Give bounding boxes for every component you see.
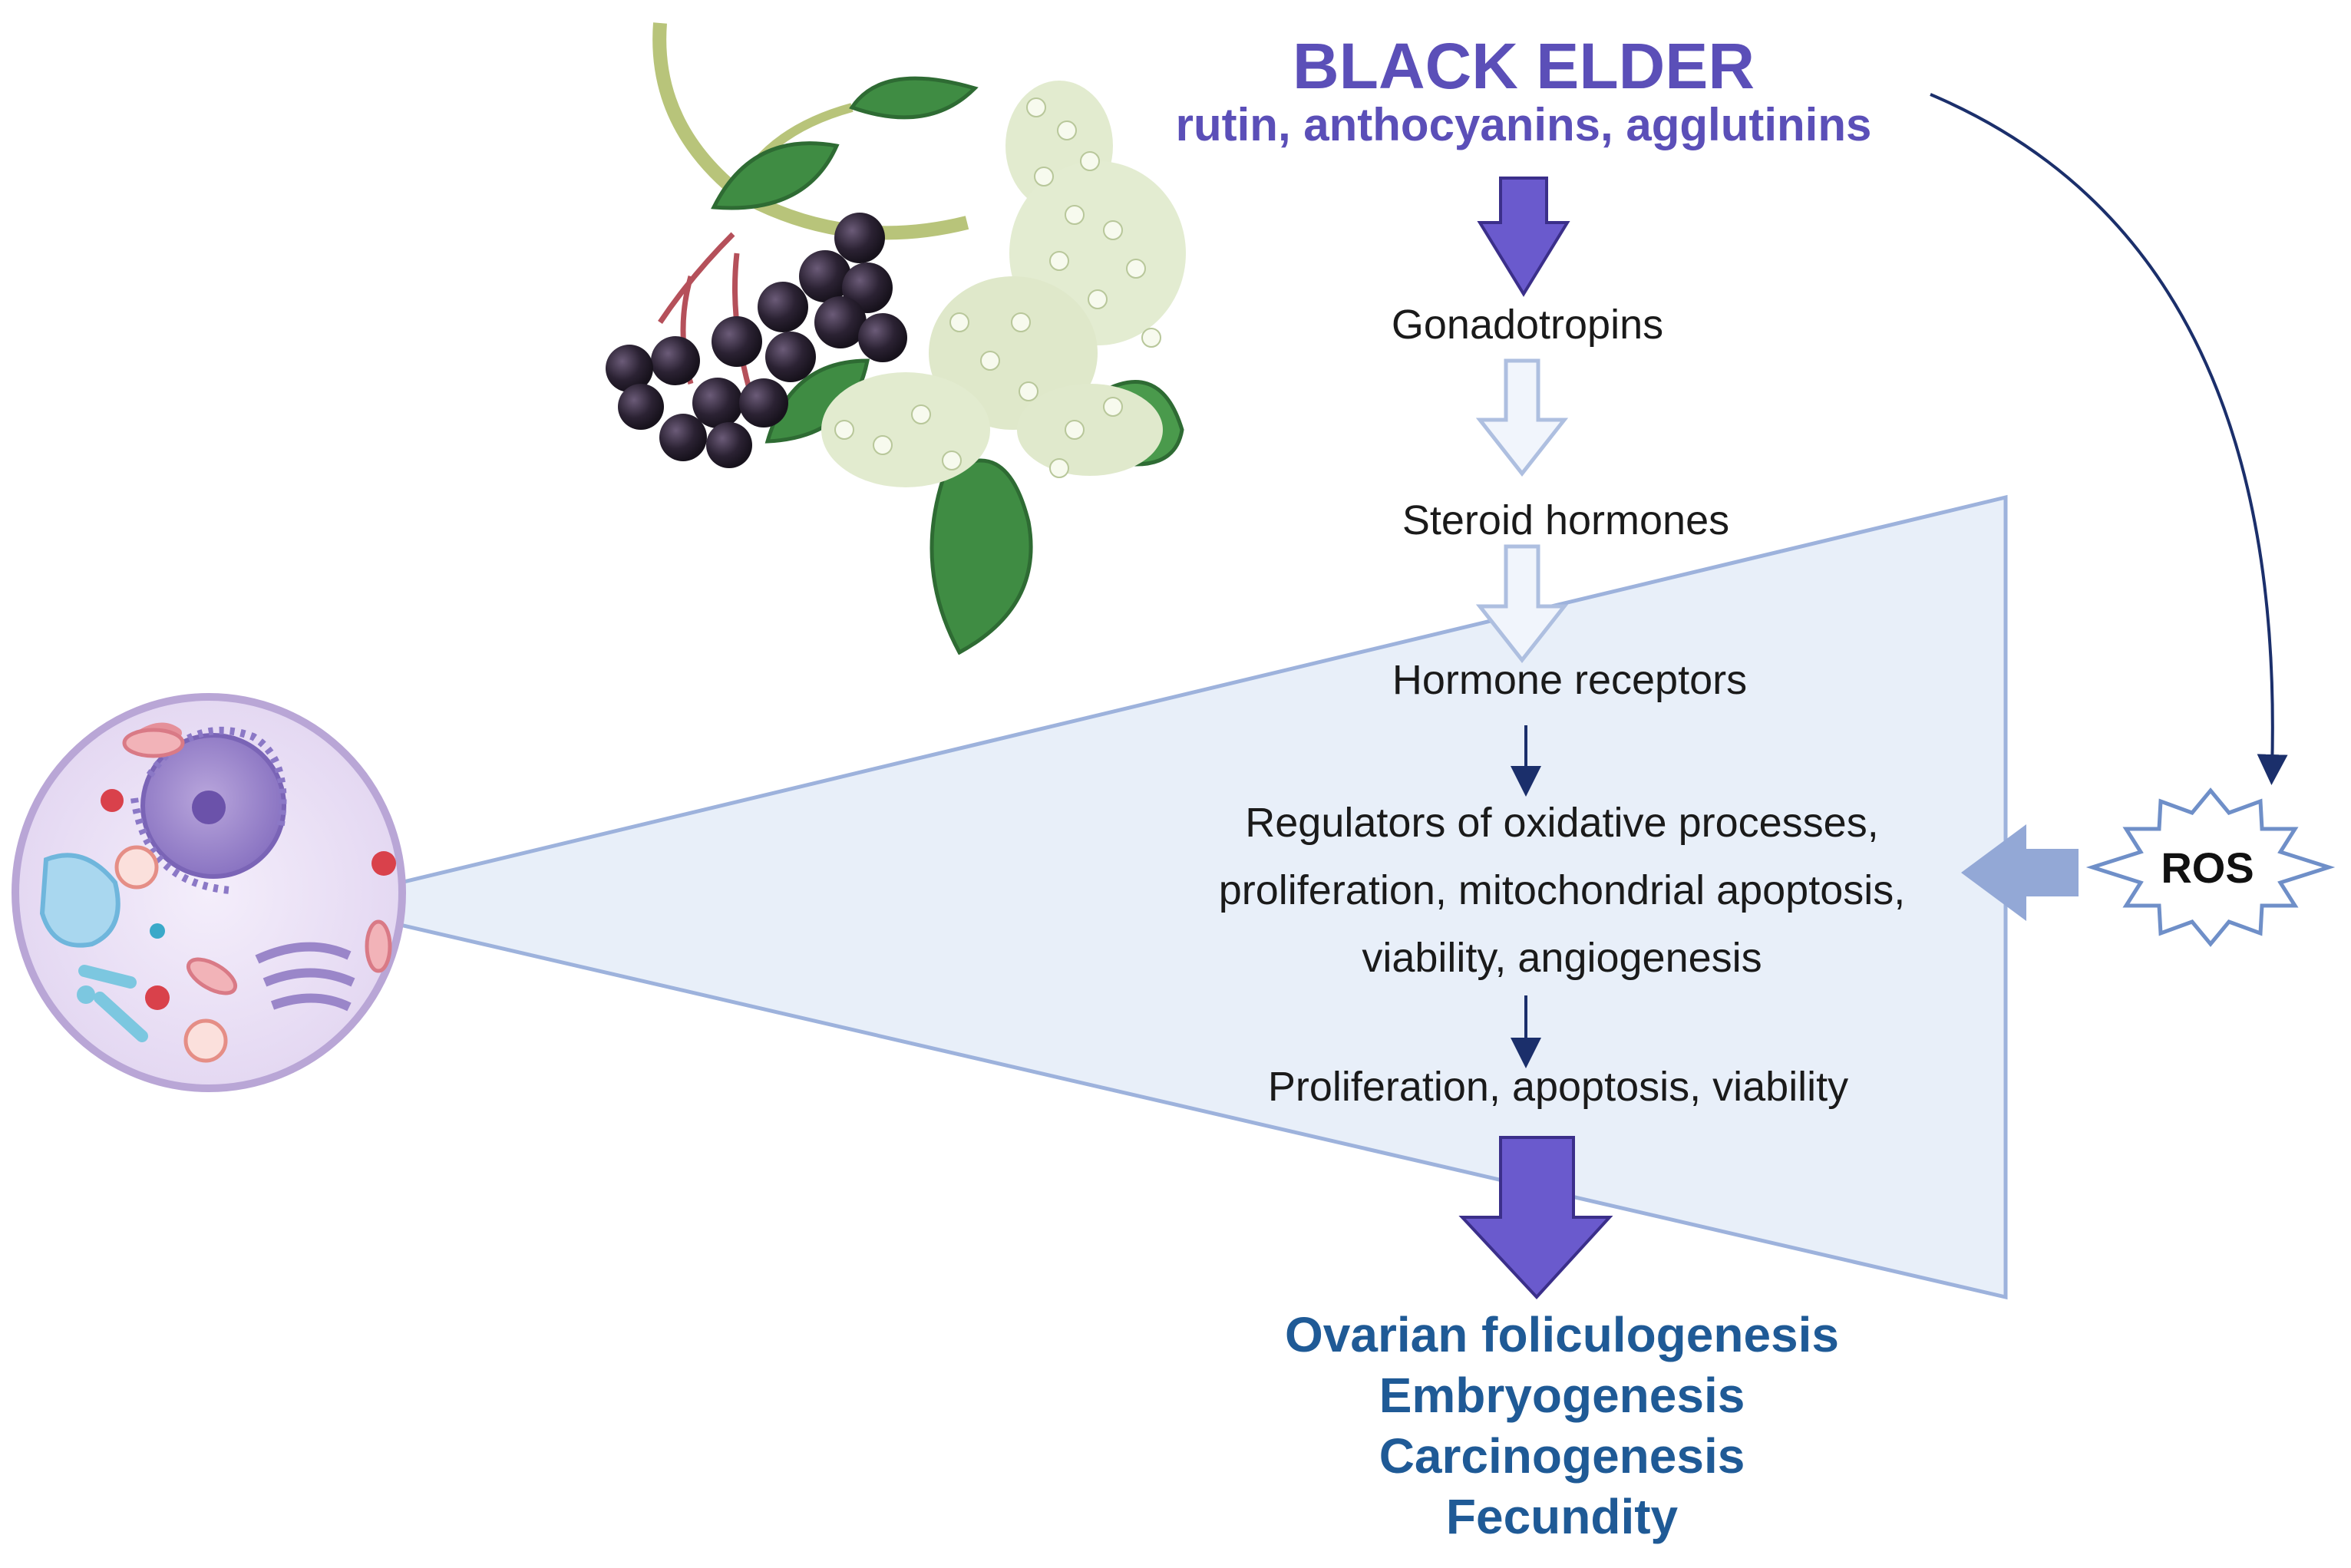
activation-arrow-bottom bbox=[1458, 1136, 1613, 1299]
ros-starburst-icon bbox=[2085, 787, 2336, 947]
step-proliferation: Proliferation, apoptosis, viability bbox=[1267, 1064, 1849, 1110]
source-compounds: rutin, anthocyanins, agglutinins bbox=[1175, 99, 1872, 150]
regulators-line-2: proliferation, mitochondrial apoptosis, bbox=[1218, 867, 1906, 913]
source-title: BLACK ELDER bbox=[1293, 30, 1755, 102]
outcome-item: Carcinogenesis bbox=[1379, 1428, 1745, 1484]
regulators-line-1: Regulators of oxidative processes, bbox=[1245, 800, 1879, 846]
arrow-steroids-to-receptors bbox=[1475, 544, 1569, 664]
step-gonadotropins: Gonadotropins bbox=[1391, 302, 1664, 348]
arrow-gonadotropins-to-steroids bbox=[1475, 358, 1569, 477]
arrow-ros-to-regulators bbox=[1961, 824, 2079, 921]
outcome-item: Embryogenesis bbox=[1379, 1368, 1745, 1423]
ros-label: ROS bbox=[2161, 843, 2254, 892]
step-steroid-hormones: Steroid hormones bbox=[1402, 497, 1730, 543]
outcome-item: Fecundity bbox=[1445, 1489, 1679, 1544]
arrow-elder-to-ros bbox=[1930, 93, 2288, 785]
outcomes-list: Ovarian foliculogenesis Embryogenesis Ca… bbox=[1190, 1305, 1934, 1547]
activation-arrow-top bbox=[1477, 177, 1570, 297]
step-regulators: Regulators of oxidative processes, proli… bbox=[1121, 789, 2003, 992]
animal-cell-illustration bbox=[12, 693, 406, 1092]
step-hormone-receptors: Hormone receptors bbox=[1392, 657, 1748, 703]
regulators-line-3: viability, angiogenesis bbox=[1362, 935, 1762, 981]
outcome-item: Ovarian foliculogenesis bbox=[1285, 1307, 1839, 1362]
elderberry-plant-illustration bbox=[606, 22, 1186, 655]
